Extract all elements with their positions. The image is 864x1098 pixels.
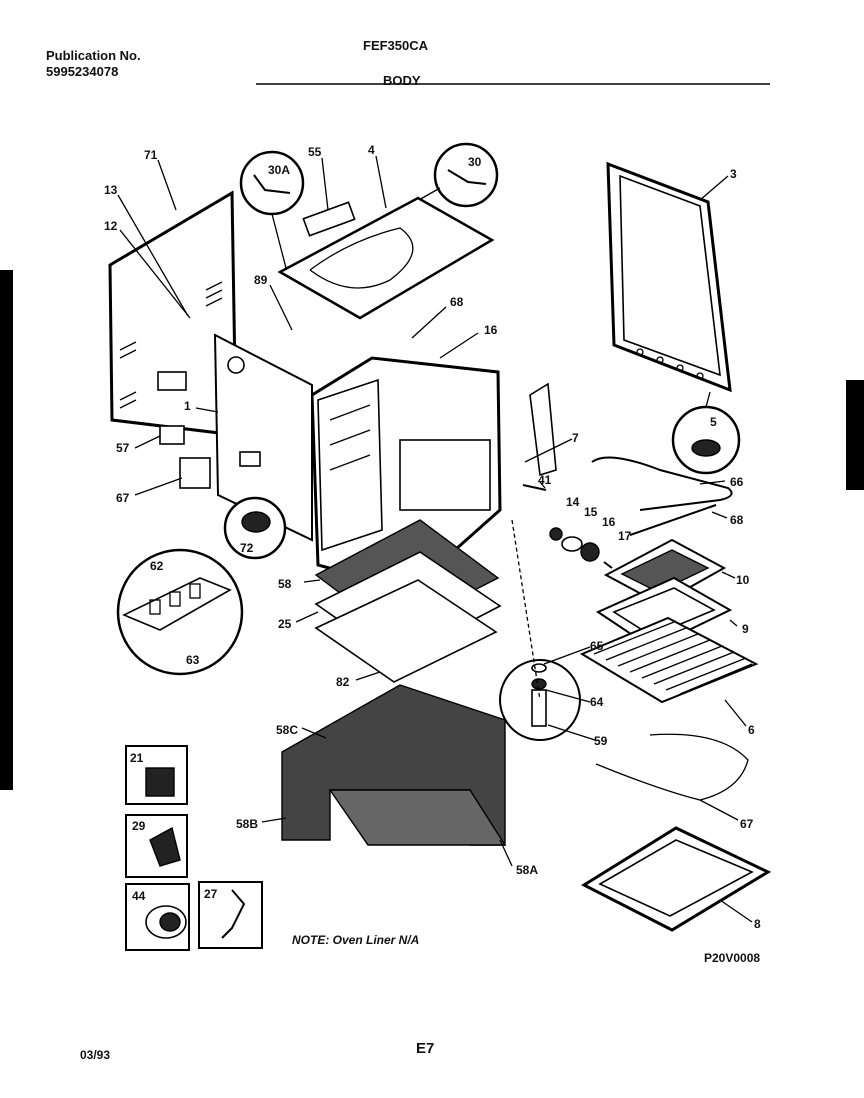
callout-30: 30 [468,155,482,169]
callout-16-top: 16 [484,323,498,337]
callout-4: 4 [368,143,375,157]
callout-7: 7 [572,431,579,445]
callout-67: 67 [740,817,754,831]
callout-29: 29 [132,819,146,833]
callout-68: 68 [730,513,744,527]
bracket-67 [179,457,211,489]
callout-68-top: 68 [450,295,464,309]
callout-10: 10 [736,573,750,587]
callout-63: 63 [186,653,200,667]
callout-44: 44 [132,889,146,903]
top-panel-part [277,196,495,320]
publication-number: 5995234078 [46,64,119,79]
knob-assembly [549,527,613,569]
callout-30a: 30A [268,163,290,177]
handle-5-detail [671,391,741,475]
model-number: FEF350CA [363,38,429,53]
callout-41: 41 [538,473,552,487]
oven-rack-6 [579,616,759,704]
plate-82 [314,579,498,683]
callout-6: 6 [748,723,755,737]
callout-71: 71 [144,148,158,162]
callout-55: 55 [308,145,322,159]
callout-64: 64 [590,695,604,709]
callout-57: 57 [116,441,130,455]
scan-edge-right [846,380,864,490]
callout-16: 16 [602,515,616,529]
fitting-72 [223,496,287,560]
note-oven-liner: NOTE: Oven Liner N/A [292,933,419,947]
scan-edge-left [0,270,13,790]
callout-labels: 71 13 12 30A 55 4 30 3 89 68 16 1 57 67 … [104,143,761,931]
bracket-30a-detail [239,150,305,269]
callout-25: 25 [278,617,292,631]
callout-58b: 58B [236,817,258,831]
callout-72: 72 [240,541,254,555]
bracket-41 [522,484,547,491]
callout-59: 59 [594,734,608,748]
insulation-58-blanket [281,684,507,846]
callout-3: 3 [730,167,737,181]
parts-legend-44 [125,883,190,951]
parts-legend-21 [125,745,188,805]
callout-58a: 58A [516,863,538,877]
callout-27: 27 [204,887,218,901]
bracket-57 [159,425,185,445]
parts-legend-29 [125,814,188,878]
callout-17: 17 [618,529,632,543]
callout-89: 89 [254,273,268,287]
terminal-block-detail [116,548,244,676]
callout-5: 5 [710,415,717,429]
callout-65: 65 [590,639,604,653]
publication-date: 03/93 [80,1048,111,1062]
callout-12: 12 [104,219,118,233]
callout-82: 82 [336,675,350,689]
publication-label: Publication No. [46,48,141,63]
side-panel-part [213,333,313,542]
callout-58: 58 [278,577,292,591]
bake-element-66 [591,456,733,511]
parts-legend-27 [198,881,263,949]
bracket-30-detail [409,142,499,208]
callout-15: 15 [584,505,598,519]
callout-62: 62 [150,559,164,573]
drawer-panel-8 [580,826,772,932]
callout-1: 1 [184,399,191,413]
callout-58c: 58C [276,723,298,737]
door-frame-part [606,161,732,393]
wire-harness-67 [595,733,749,801]
callout-9: 9 [742,622,749,636]
page-number: E7 [416,1040,435,1057]
element-68 [629,504,717,536]
callout-67-left: 67 [116,491,130,505]
callout-13: 13 [104,183,118,197]
broil-pan-10 [603,538,727,606]
leader-lines [117,155,753,923]
oven-cavity-part [310,356,502,592]
callout-21: 21 [130,751,144,765]
callout-8: 8 [754,917,761,931]
diagram-code: P20V0008 [704,951,760,965]
callout-14: 14 [566,495,580,509]
bracket-7 [529,382,557,477]
callout-66: 66 [730,475,744,489]
